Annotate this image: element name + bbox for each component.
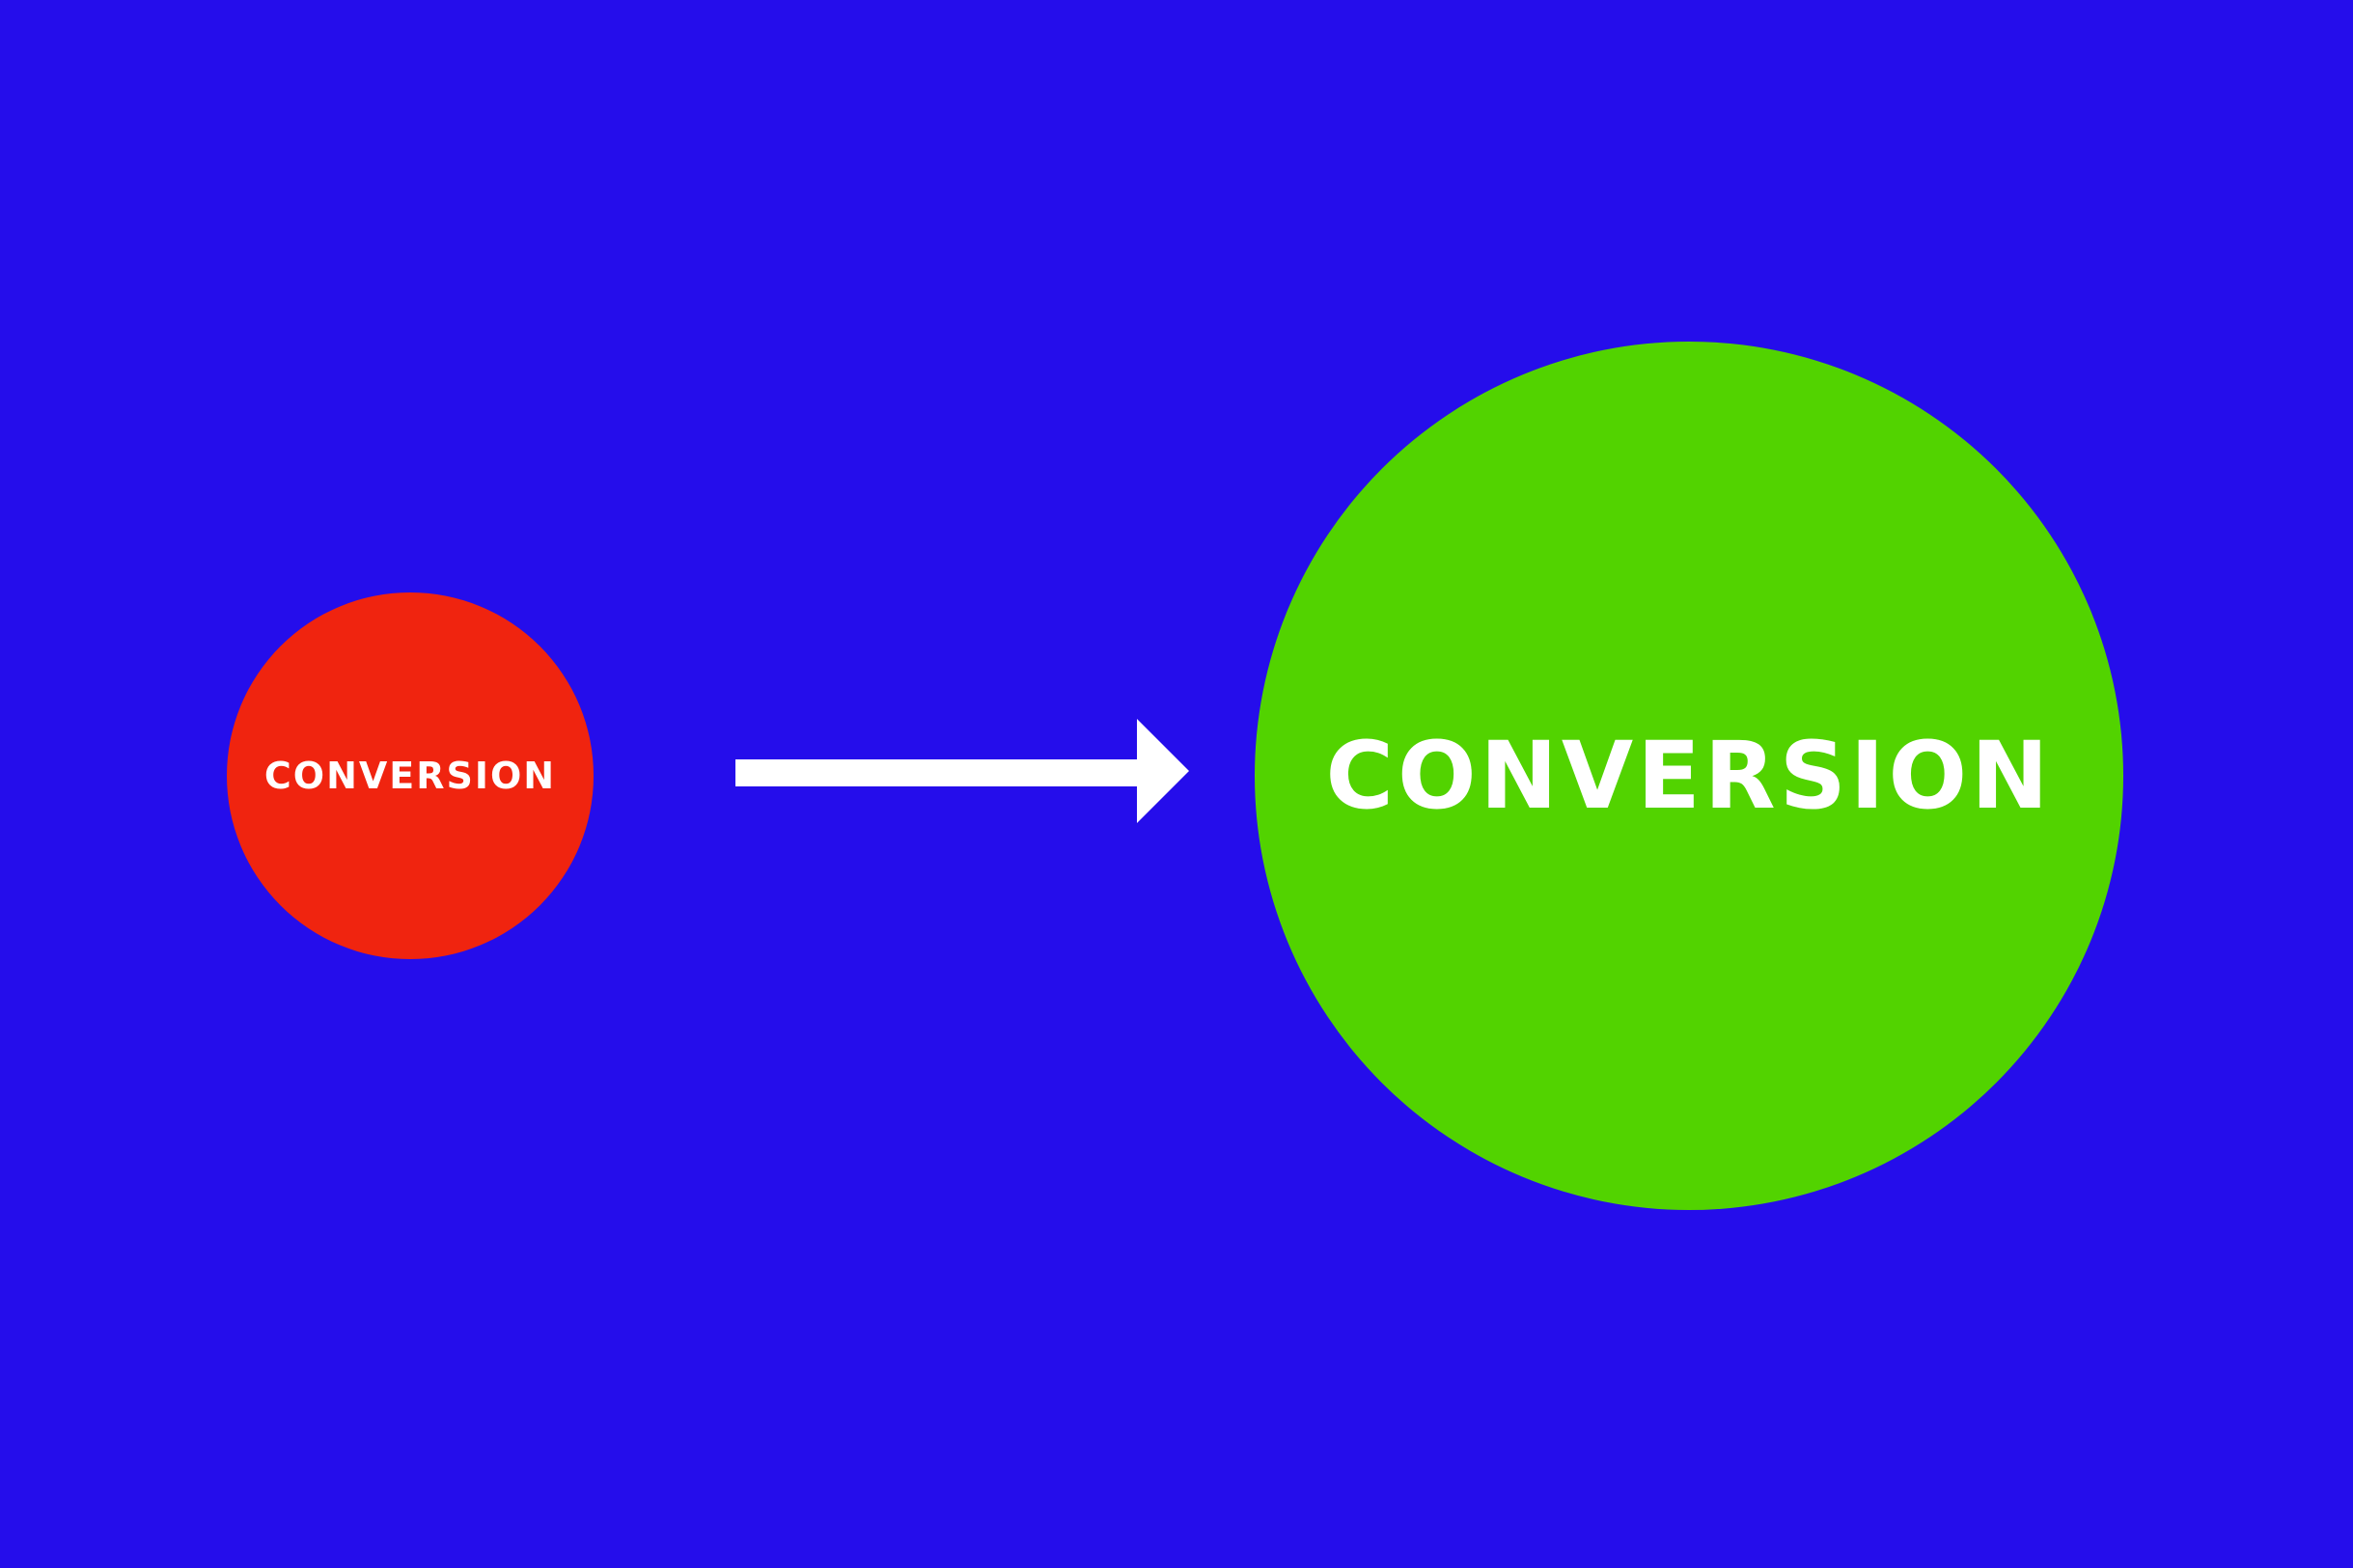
- right-arrow-icon: [735, 719, 1189, 823]
- large-circle: CONVERSION: [1255, 342, 2123, 1210]
- small-circle-label: CONVERSION: [263, 755, 557, 797]
- arrow-shape: [735, 719, 1189, 823]
- large-circle-label: CONVERSION: [1325, 722, 2053, 830]
- small-circle: CONVERSION: [227, 592, 594, 959]
